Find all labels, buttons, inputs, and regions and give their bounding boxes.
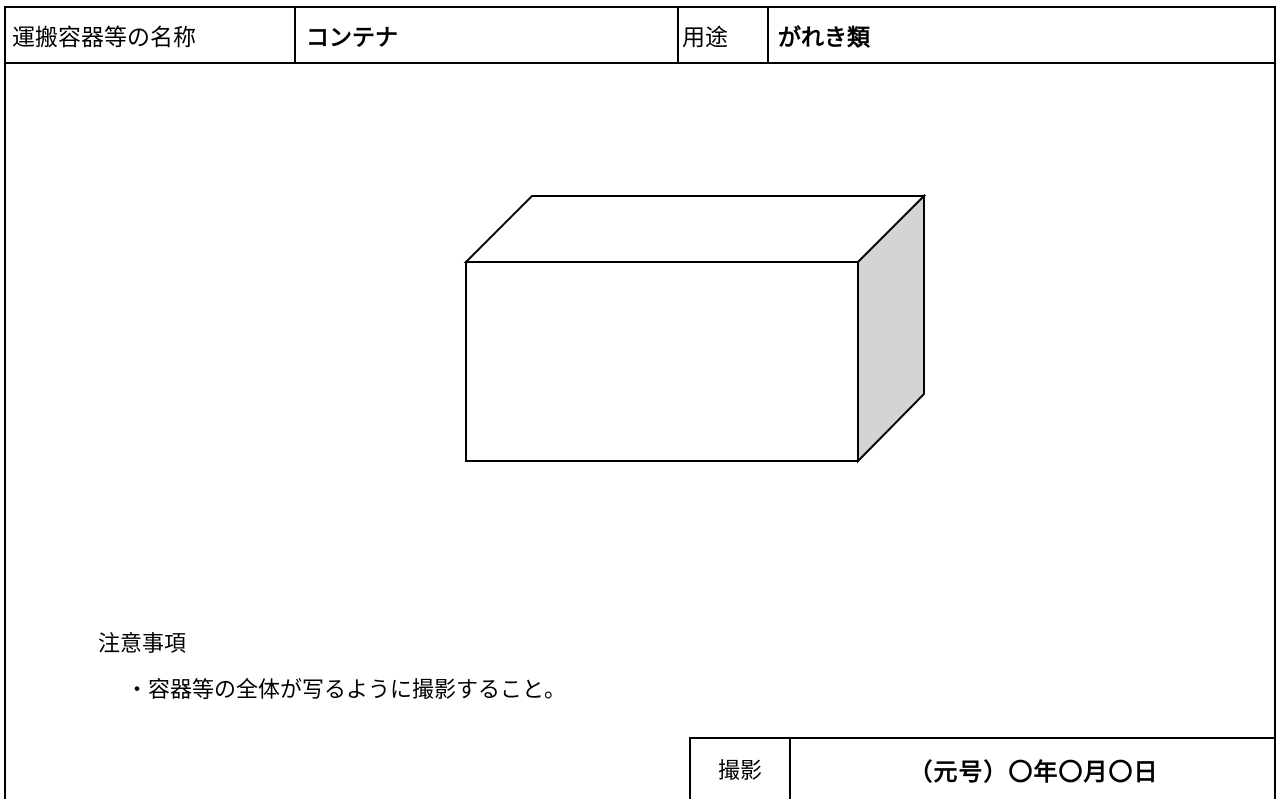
usage-label: 用途 [682,25,728,51]
header-divider [294,8,296,62]
container-name-value: コンテナ [306,25,398,51]
photo-label: 撮影 [691,739,791,799]
header-divider [677,8,679,62]
document-frame [4,6,1276,799]
notes-item: ・容器等の全体が写るように撮影すること。 [126,678,567,703]
photo-date-table: 撮影 （元号）〇年〇月〇日 [689,737,1276,799]
box-top-face [463,195,927,263]
container-name-label: 運搬容器等の名称 [12,25,196,51]
header-divider [767,8,769,62]
header-table: 運搬容器等の名称 コンテナ 用途 がれき類 [4,6,1276,64]
photo-date: （元号）〇年〇月〇日 [908,757,1159,786]
usage-value: がれき類 [778,25,870,51]
notes-title: 注意事項 [98,632,187,657]
box-front-face [465,261,859,462]
